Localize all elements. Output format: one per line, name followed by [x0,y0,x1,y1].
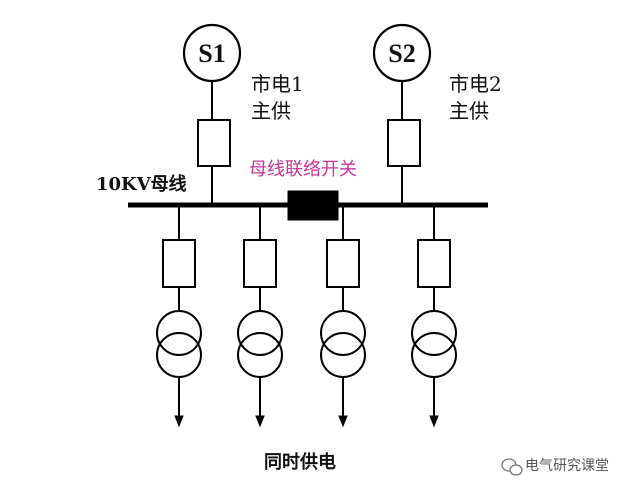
wechat-icon [501,458,523,476]
source-s1-id: S1 [198,39,225,68]
watermark-text: 电气研究课堂 [525,458,609,474]
source-s1: S1 [182,23,242,203]
source-s2-breaker [387,119,421,167]
feeder-breaker [417,239,451,288]
feeder-3 [320,205,366,428]
transformer-primary-coil [237,310,283,356]
transformer-primary-coil [320,310,366,356]
footer-label: 同时供电 [264,451,336,473]
feeder-breaker [326,239,360,288]
feeder-2 [237,205,283,428]
source-s2-label-2: 主供 [449,99,489,123]
arrow-down-icon [429,415,439,428]
bus-tie-switch [287,190,339,221]
source-s1-label-1: 市电1 [251,72,304,96]
arrow-down-icon [174,415,184,428]
source-s1-label-2: 主供 [251,99,291,123]
feeder-breaker [243,239,277,288]
feeder-1 [156,205,202,428]
source-s2: S2 [372,23,432,203]
source-s1-breaker [197,119,231,167]
source-s2-id: S2 [388,39,415,68]
feeder-breaker [162,239,196,288]
bus-label: 10KV母线 [96,173,187,195]
transformer-primary-coil [156,310,202,356]
feeder-4 [411,205,457,428]
tie-switch-label: 母线联络开关 [249,159,357,180]
arrow-down-icon [255,415,265,428]
source-s2-label-1: 市电2 [449,72,502,96]
watermark: 电气研究课堂 [501,458,609,476]
transformer-primary-coil [411,310,457,356]
feeders [156,205,457,428]
arrow-down-icon [338,415,348,428]
